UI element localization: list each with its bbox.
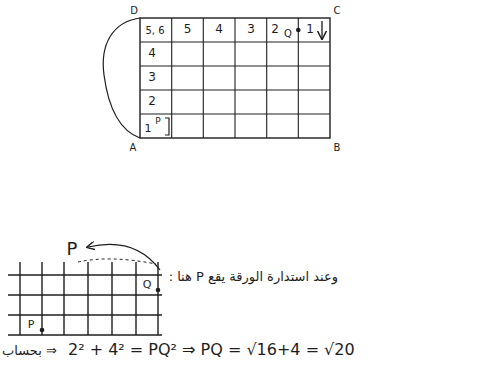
grid-number: 5 xyxy=(184,23,192,36)
point-letter: P xyxy=(67,239,78,259)
arabic-note: وعند استدارة الورقة يقع P هنا : xyxy=(169,270,338,284)
equation: 2² + 4² = PQ² ⇒ PQ = √16+4 = √20 xyxy=(68,341,355,359)
point-dot xyxy=(40,328,45,333)
bracket xyxy=(165,118,169,135)
bottom-grid xyxy=(8,262,162,335)
grid-number: 1 xyxy=(145,123,152,135)
grid-number: 1 xyxy=(306,23,314,36)
grid-number: 5, 6 xyxy=(145,25,164,36)
dashed-fold xyxy=(78,259,156,264)
corner-letter: A xyxy=(130,142,137,153)
point-letter: Q xyxy=(143,279,152,291)
point-letter: P xyxy=(155,117,160,127)
point-letter: Q xyxy=(284,28,292,39)
corner-letter: D xyxy=(130,5,138,16)
corner-letter: B xyxy=(334,142,341,153)
down-arrow xyxy=(321,21,322,38)
top-grid xyxy=(140,18,330,138)
curved-arrow xyxy=(88,244,160,270)
grid-number: 3 xyxy=(247,23,255,36)
point-dot xyxy=(296,28,301,33)
point-dot xyxy=(156,288,161,293)
corner-letter: C xyxy=(334,5,341,16)
grid-number: 4 xyxy=(215,23,223,36)
grid-number: 2 xyxy=(148,95,156,108)
grid-number: 2 xyxy=(271,23,279,36)
point-letter: P xyxy=(28,319,35,331)
grid-number: 3 xyxy=(148,71,156,84)
arabic-note: بحساب ⇒ xyxy=(2,344,57,358)
grid-number: 4 xyxy=(148,47,156,60)
fold-curve xyxy=(103,18,140,138)
